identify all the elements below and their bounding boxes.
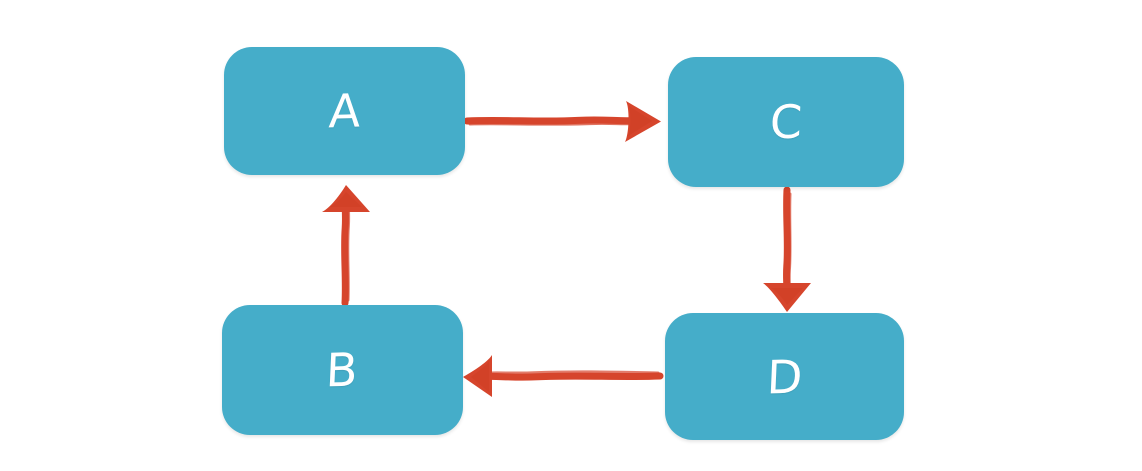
node-c-label: C — [768, 94, 804, 150]
edge-c-to-d — [763, 186, 811, 312]
edge-a-to-c — [463, 101, 661, 142]
node-b[interactable]: B — [222, 305, 463, 435]
node-d-label: D — [765, 349, 804, 404]
node-c[interactable]: C — [668, 57, 904, 187]
node-a[interactable]: A — [224, 47, 465, 175]
node-a-label: A — [327, 83, 362, 139]
node-b-label: B — [325, 342, 360, 398]
node-d[interactable]: D — [665, 313, 904, 440]
edge-d-to-b — [463, 355, 664, 397]
edge-b-to-a — [322, 185, 370, 307]
